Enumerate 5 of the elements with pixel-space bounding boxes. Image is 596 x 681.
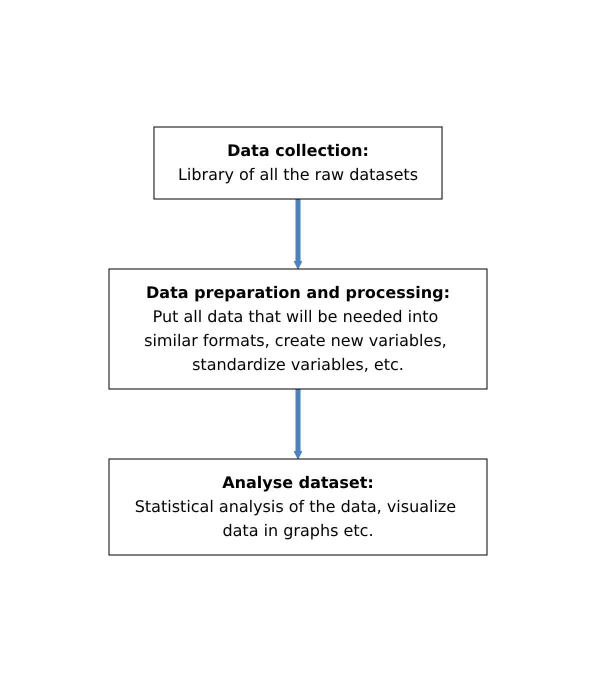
- node-box: Data collection: Library of all the raw datasets: [153, 126, 443, 199]
- node-box: Analyse dataset: Statistical analysis of the data, visualize data in graphs etc.: [108, 458, 488, 555]
- node-box: Data preparation and processing: Put all data that will be needed into similar formats, create new variables, standardize variables, etc.: [108, 268, 488, 389]
- arrow: [294, 388, 302, 459]
- arrow: [294, 198, 302, 269]
